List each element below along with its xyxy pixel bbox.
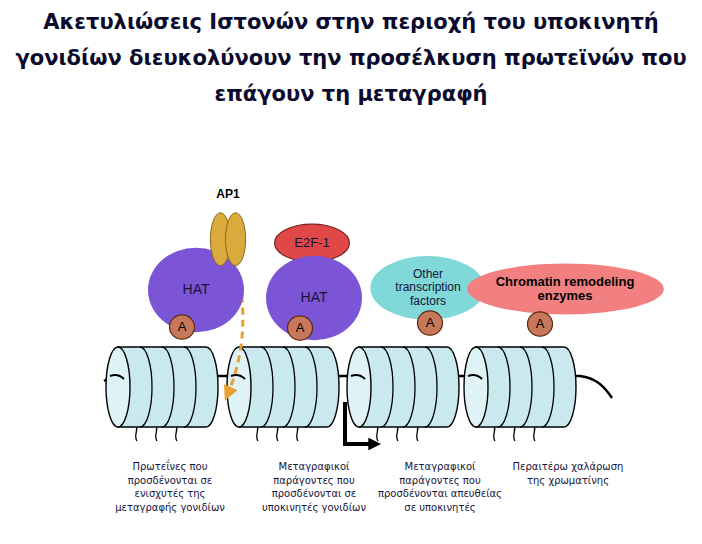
caption-text: Περαιτέρω χαλάρωση της χρωματίνης [506, 460, 630, 487]
acetyl-mark: A [169, 314, 195, 340]
nucleosome [347, 347, 459, 441]
caption-text: Μεταγραφικοί παράγοντες που προσδένονται… [378, 460, 502, 514]
transcription-start-arrow [345, 402, 376, 444]
title: Ακετυλιώσεις Ιστονών στην περιοχή του υπ… [6, 4, 696, 112]
acetyl-mark: A [287, 315, 313, 341]
hat-enzyme: HAT [264, 253, 364, 343]
nucleosome [464, 347, 576, 441]
node-label: Other transcription factors [386, 268, 470, 308]
ap1-dimer: AP1 [207, 188, 249, 268]
nucleosome [227, 347, 339, 441]
acetyl-mark: A [417, 310, 443, 336]
node-label: A [536, 317, 545, 331]
caption-text: Μεταγραφικοί παράγοντες που προσδένονται… [250, 460, 378, 514]
nucleosome [106, 347, 218, 441]
acetyl-mark: A [527, 311, 553, 337]
node-label: A [426, 316, 435, 330]
node-label: E2F-1 [294, 236, 329, 250]
node-label: Chromatin remodeling enzymes [490, 275, 640, 304]
caption-text: Πρωτεΐνες που προσδένονται σε ενισχυτές … [106, 460, 234, 514]
node-label: HAT [183, 282, 210, 297]
node-label: A [178, 320, 187, 334]
node-label: HAT [301, 290, 328, 305]
remodeling-enzyme: Chromatin remodeling enzymes [463, 262, 668, 316]
node-label: A [296, 321, 305, 335]
node-label: AP1 [216, 188, 239, 201]
